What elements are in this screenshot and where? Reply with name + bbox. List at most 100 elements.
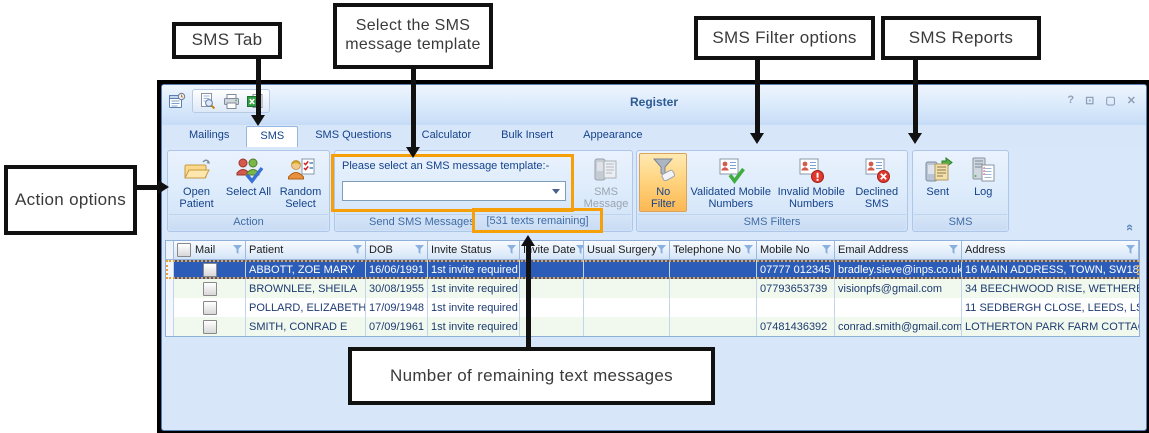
row-selector[interactable] xyxy=(166,260,174,279)
callout-sms-tab: SMS Tab xyxy=(172,22,282,59)
sms-tab-arrowhead xyxy=(251,115,265,126)
invalid-card-icon xyxy=(799,158,825,183)
callout-sms-reports: SMS Reports xyxy=(881,16,1041,60)
column-header-email[interactable]: Email Address xyxy=(835,241,962,259)
send-group-label-strip xyxy=(336,214,631,230)
sms-message-button[interactable]: SMS Message xyxy=(581,153,631,211)
filter-funnel-icon[interactable] xyxy=(657,245,666,255)
address-cell: LOTHERTON PARK FARM COTTAGE xyxy=(965,320,1139,333)
window-title: Register xyxy=(629,95,679,109)
usual-surgery-cell xyxy=(584,279,670,298)
filter-funnel-icon[interactable] xyxy=(353,245,362,255)
tab-calculator[interactable]: Calculator xyxy=(421,129,472,141)
table-row[interactable]: BROWNLEE, SHEILA 30/08/1955 1st invite r… xyxy=(166,279,1139,298)
random-select-button[interactable]: Random Select xyxy=(275,153,327,211)
column-header-address[interactable]: Address xyxy=(962,241,1139,259)
patient-cell: SMITH, CONRAD E xyxy=(246,317,366,336)
mail-checkbox[interactable] xyxy=(202,281,217,296)
tab-bulk-insert[interactable]: Bulk Insert xyxy=(501,129,554,141)
row-selector[interactable] xyxy=(166,298,174,317)
mail-checkbox[interactable] xyxy=(202,300,217,315)
invite-status-cell: 1st invite required xyxy=(428,317,520,336)
no-filter-icon xyxy=(653,158,676,182)
telephone-cell xyxy=(670,298,757,317)
open-patient-button[interactable]: Open Patient xyxy=(171,153,223,211)
mail-cell xyxy=(174,317,246,336)
mail-checkbox[interactable] xyxy=(202,262,217,277)
no-filter-button[interactable]: No Filter xyxy=(639,153,688,212)
close-icon[interactable]: ✕ xyxy=(1126,95,1136,107)
table-row[interactable]: ABBOTT, ZOE MARY 16/06/1991 1st invite r… xyxy=(166,260,1139,279)
filter-funnel-icon[interactable] xyxy=(233,245,242,255)
remaining-arrow-line xyxy=(526,245,531,347)
register-form-icon[interactable] xyxy=(167,91,187,111)
invalid-mobile-numbers-button[interactable]: Invalid Mobile Numbers xyxy=(774,153,848,212)
row-selector[interactable] xyxy=(166,317,174,336)
template-arrowhead xyxy=(406,147,420,158)
log-button[interactable]: Log xyxy=(962,153,1004,198)
filters-arrow-line xyxy=(755,60,760,134)
column-header-invite-status[interactable]: Invite Status xyxy=(428,241,520,259)
chevron-down-icon[interactable] xyxy=(552,189,560,194)
filter-funnel-icon[interactable] xyxy=(415,245,424,255)
title-bar[interactable]: Register ? ⊡ ▢ ✕ xyxy=(162,85,1146,125)
maximize-icon[interactable]: ▢ xyxy=(1105,95,1116,107)
open-folder-icon xyxy=(183,159,210,179)
filter-funnel-icon[interactable] xyxy=(744,245,753,255)
validated-mobile-numbers-button[interactable]: Validated Mobile Numbers xyxy=(688,153,774,212)
tab-appearance[interactable]: Appearance xyxy=(583,129,643,141)
template-arrow-line xyxy=(411,69,416,148)
sms-filters-group-label: SMS Filters xyxy=(638,214,906,230)
invite-date-cell xyxy=(520,260,584,279)
row-selector[interactable] xyxy=(166,279,174,298)
telephone-cell xyxy=(670,279,757,298)
mobile-cell: 07481436392 xyxy=(757,317,835,336)
print-preview-icon[interactable] xyxy=(197,91,217,111)
filter-funnel-icon[interactable] xyxy=(949,245,958,255)
action-group: Open Patient Select All xyxy=(167,150,330,232)
sent-button[interactable]: Sent xyxy=(917,153,959,198)
sent-sms-icon xyxy=(925,157,953,182)
send-group-label: Send SMS Messages xyxy=(369,216,475,228)
template-combobox[interactable] xyxy=(342,181,566,201)
column-header-mail[interactable]: Mail xyxy=(174,241,246,259)
table-row[interactable]: POLLARD, ELIZABETH 17/09/1948 1st invite… xyxy=(166,298,1139,317)
declined-sms-label: Declined SMS xyxy=(855,186,899,211)
usual-surgery-cell xyxy=(584,260,670,279)
column-header-dob[interactable]: DOB xyxy=(366,241,428,259)
sms-tab-arrow-line xyxy=(256,59,261,116)
tab-sms[interactable]: SMS xyxy=(246,126,299,147)
address-cell: 11 SEDBERGH CLOSE, LEEDS, LS15 xyxy=(965,301,1139,314)
send-sms-group: Please select an SMS message template:- … xyxy=(331,150,633,233)
filter-funnel-icon[interactable] xyxy=(1126,245,1135,255)
sent-label: Sent xyxy=(926,186,950,198)
help-icon[interactable]: ? xyxy=(1067,94,1075,106)
restore-icon[interactable]: ⊡ xyxy=(1085,95,1095,107)
column-header-telephone[interactable]: Telephone No xyxy=(670,241,757,259)
print-icon[interactable] xyxy=(221,91,241,111)
filter-funnel-icon[interactable] xyxy=(507,245,516,255)
sms-message-label: SMS Message xyxy=(583,186,629,211)
patient-cell: POLLARD, ELIZABETH xyxy=(246,298,366,317)
column-header-invite-date[interactable]: Invite Date xyxy=(520,241,584,259)
table-row[interactable]: SMITH, CONRAD E 07/09/1961 1st invite re… xyxy=(166,317,1139,336)
filter-funnel-icon[interactable] xyxy=(575,245,584,255)
address-cell: 16 MAIN ADDRESS, TOWN, SW18 2 xyxy=(965,263,1139,276)
ribbon: Open Patient Select All xyxy=(162,147,1146,239)
reports-arrow-line xyxy=(913,60,918,134)
mail-checkbox[interactable] xyxy=(202,319,217,334)
tab-sms-questions[interactable]: SMS Questions xyxy=(315,129,392,141)
column-header-usual-surgery[interactable]: Usual Surgery xyxy=(584,241,670,259)
tab-mailings[interactable]: Mailings xyxy=(189,129,230,141)
filter-funnel-icon[interactable] xyxy=(822,245,831,255)
collapse-ribbon-icon[interactable]: « xyxy=(1122,223,1138,232)
window-controls: ? ⊡ ▢ ✕ xyxy=(1067,94,1136,107)
select-all-checkbox[interactable] xyxy=(177,243,191,257)
select-all-button[interactable]: Select All xyxy=(224,153,274,211)
column-header-mobile[interactable]: Mobile No xyxy=(757,241,835,259)
column-header-patient[interactable]: Patient xyxy=(246,241,366,259)
invite-status-cell: 1st invite required xyxy=(428,298,520,317)
remaining-texts-value: [531 texts remaining] xyxy=(486,214,589,227)
declined-sms-button[interactable]: Declined SMS xyxy=(849,153,905,212)
